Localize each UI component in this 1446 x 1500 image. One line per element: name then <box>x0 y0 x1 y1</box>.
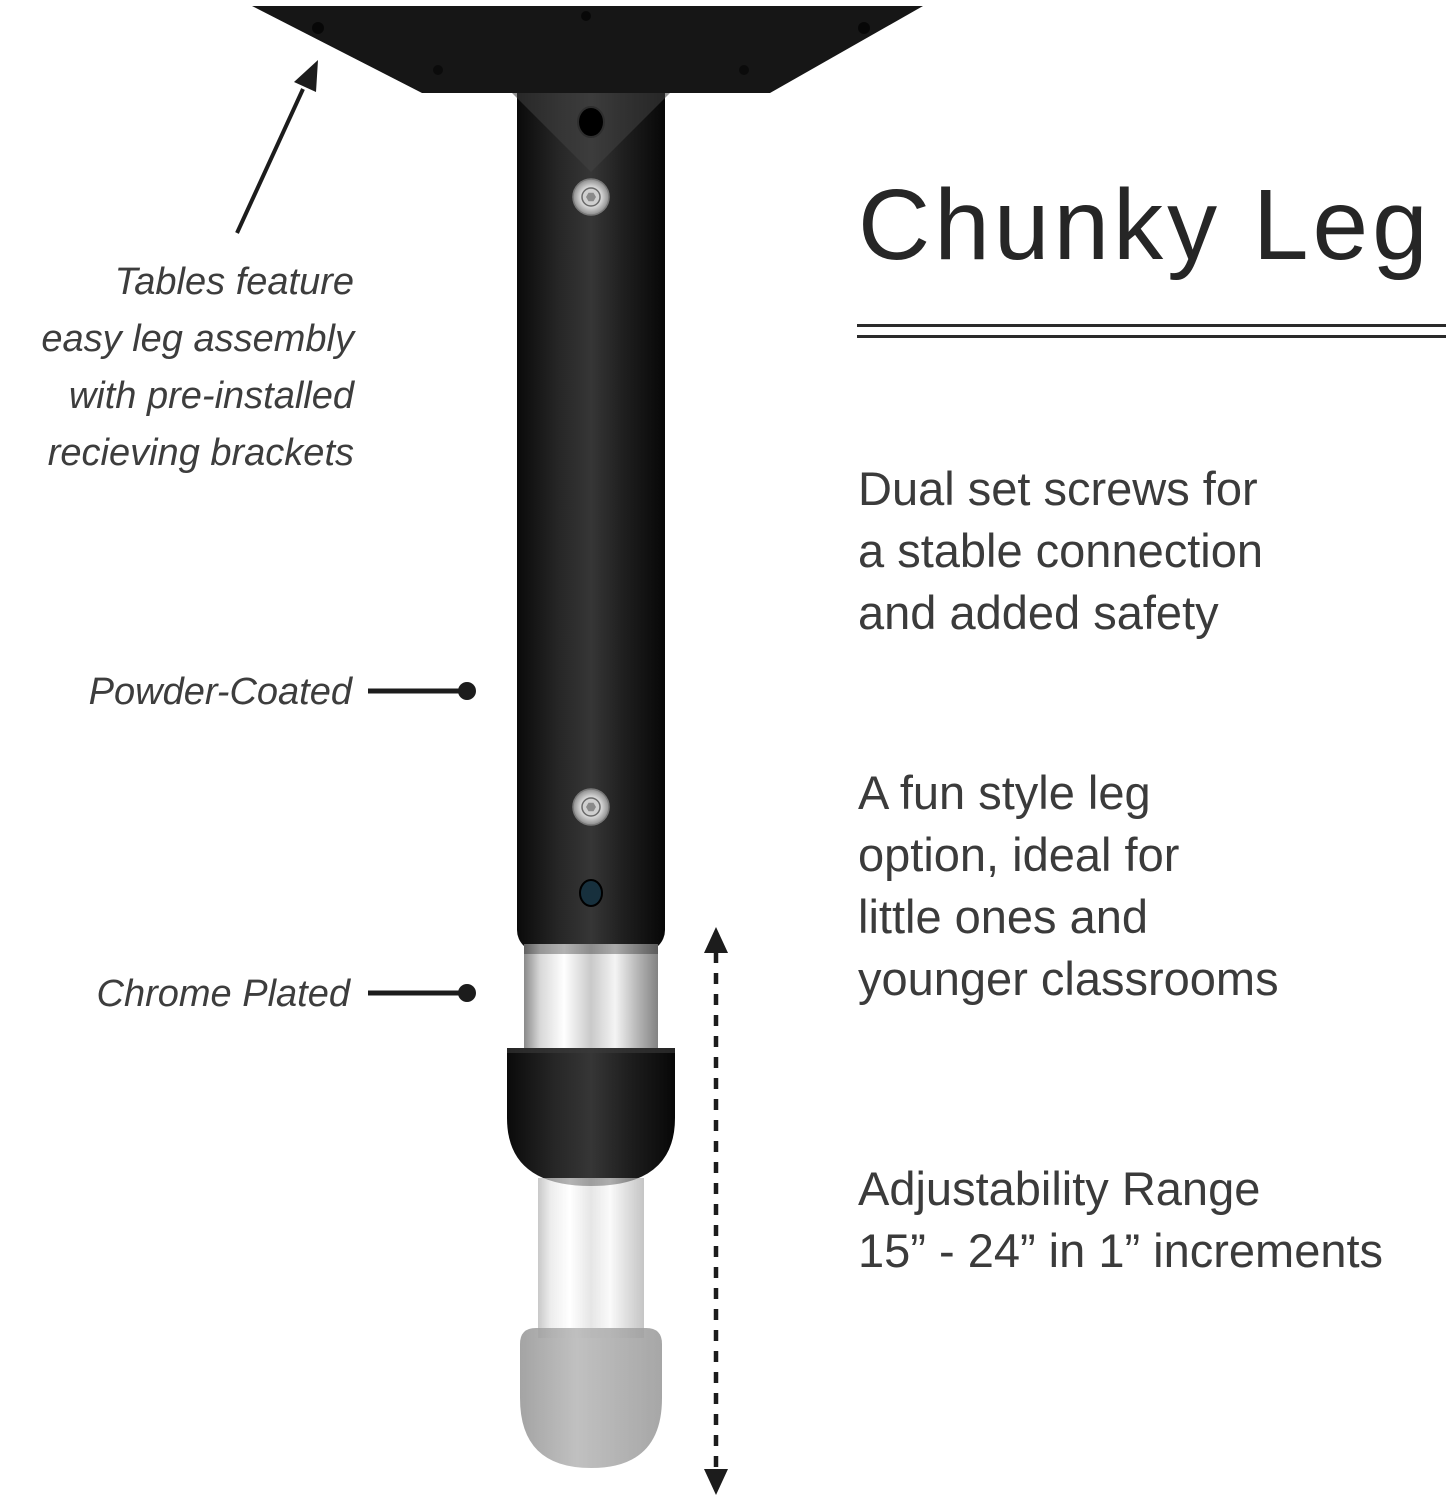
plate-hole <box>739 65 749 75</box>
collar-top-edge <box>507 1048 675 1053</box>
black-collar <box>507 1048 675 1186</box>
set-screw-lower <box>572 788 610 826</box>
assembly-arrowhead <box>294 60 318 92</box>
adjustability-arrow <box>704 927 728 1495</box>
label-powder-coated: Powder-Coated <box>88 671 352 713</box>
feature-adjustability: Adjustability Range 15” - 24” in 1” incr… <box>858 1162 1384 1278</box>
chrome-leader <box>368 984 476 1002</box>
chrome-upper-shadow <box>524 944 658 954</box>
foot-cap <box>520 1328 662 1468</box>
set-screw-upper <box>572 178 610 216</box>
screw-hole-lower <box>579 879 603 907</box>
chrome-leader-dot <box>458 984 476 1002</box>
assembly-arrow <box>235 60 318 234</box>
chrome-upper-section <box>524 944 658 1060</box>
mounting-plate <box>252 6 923 93</box>
title-underline-top <box>857 324 1446 327</box>
screw-hole-top <box>577 106 605 138</box>
telescoping-section <box>520 1178 662 1468</box>
label-chrome-plated: Chrome Plated <box>96 973 350 1015</box>
arrow-down-head <box>704 1469 728 1495</box>
powder-leader <box>368 682 476 700</box>
title-underline-bottom <box>857 335 1446 338</box>
feature-fun-style: A fun style leg option, ideal for little… <box>858 766 1279 1006</box>
arrow-up-head <box>704 927 728 953</box>
plate-hole <box>433 65 443 75</box>
plate-hole <box>858 22 870 34</box>
plate-hole <box>312 22 324 34</box>
assembly-arrow-line <box>235 88 305 234</box>
plate-hole <box>581 11 591 21</box>
leg-column <box>517 58 665 952</box>
chrome-lower-tube-fade <box>538 1178 644 1338</box>
product-title: Chunky Leg <box>858 169 1432 281</box>
chrome-lower-tube <box>538 1178 644 1338</box>
powder-leader-dot <box>458 682 476 700</box>
annotation-assembly: Tables feature easy leg assembly with pr… <box>41 261 354 474</box>
feature-dual-screws: Dual set screws for a stable connection … <box>858 462 1264 640</box>
